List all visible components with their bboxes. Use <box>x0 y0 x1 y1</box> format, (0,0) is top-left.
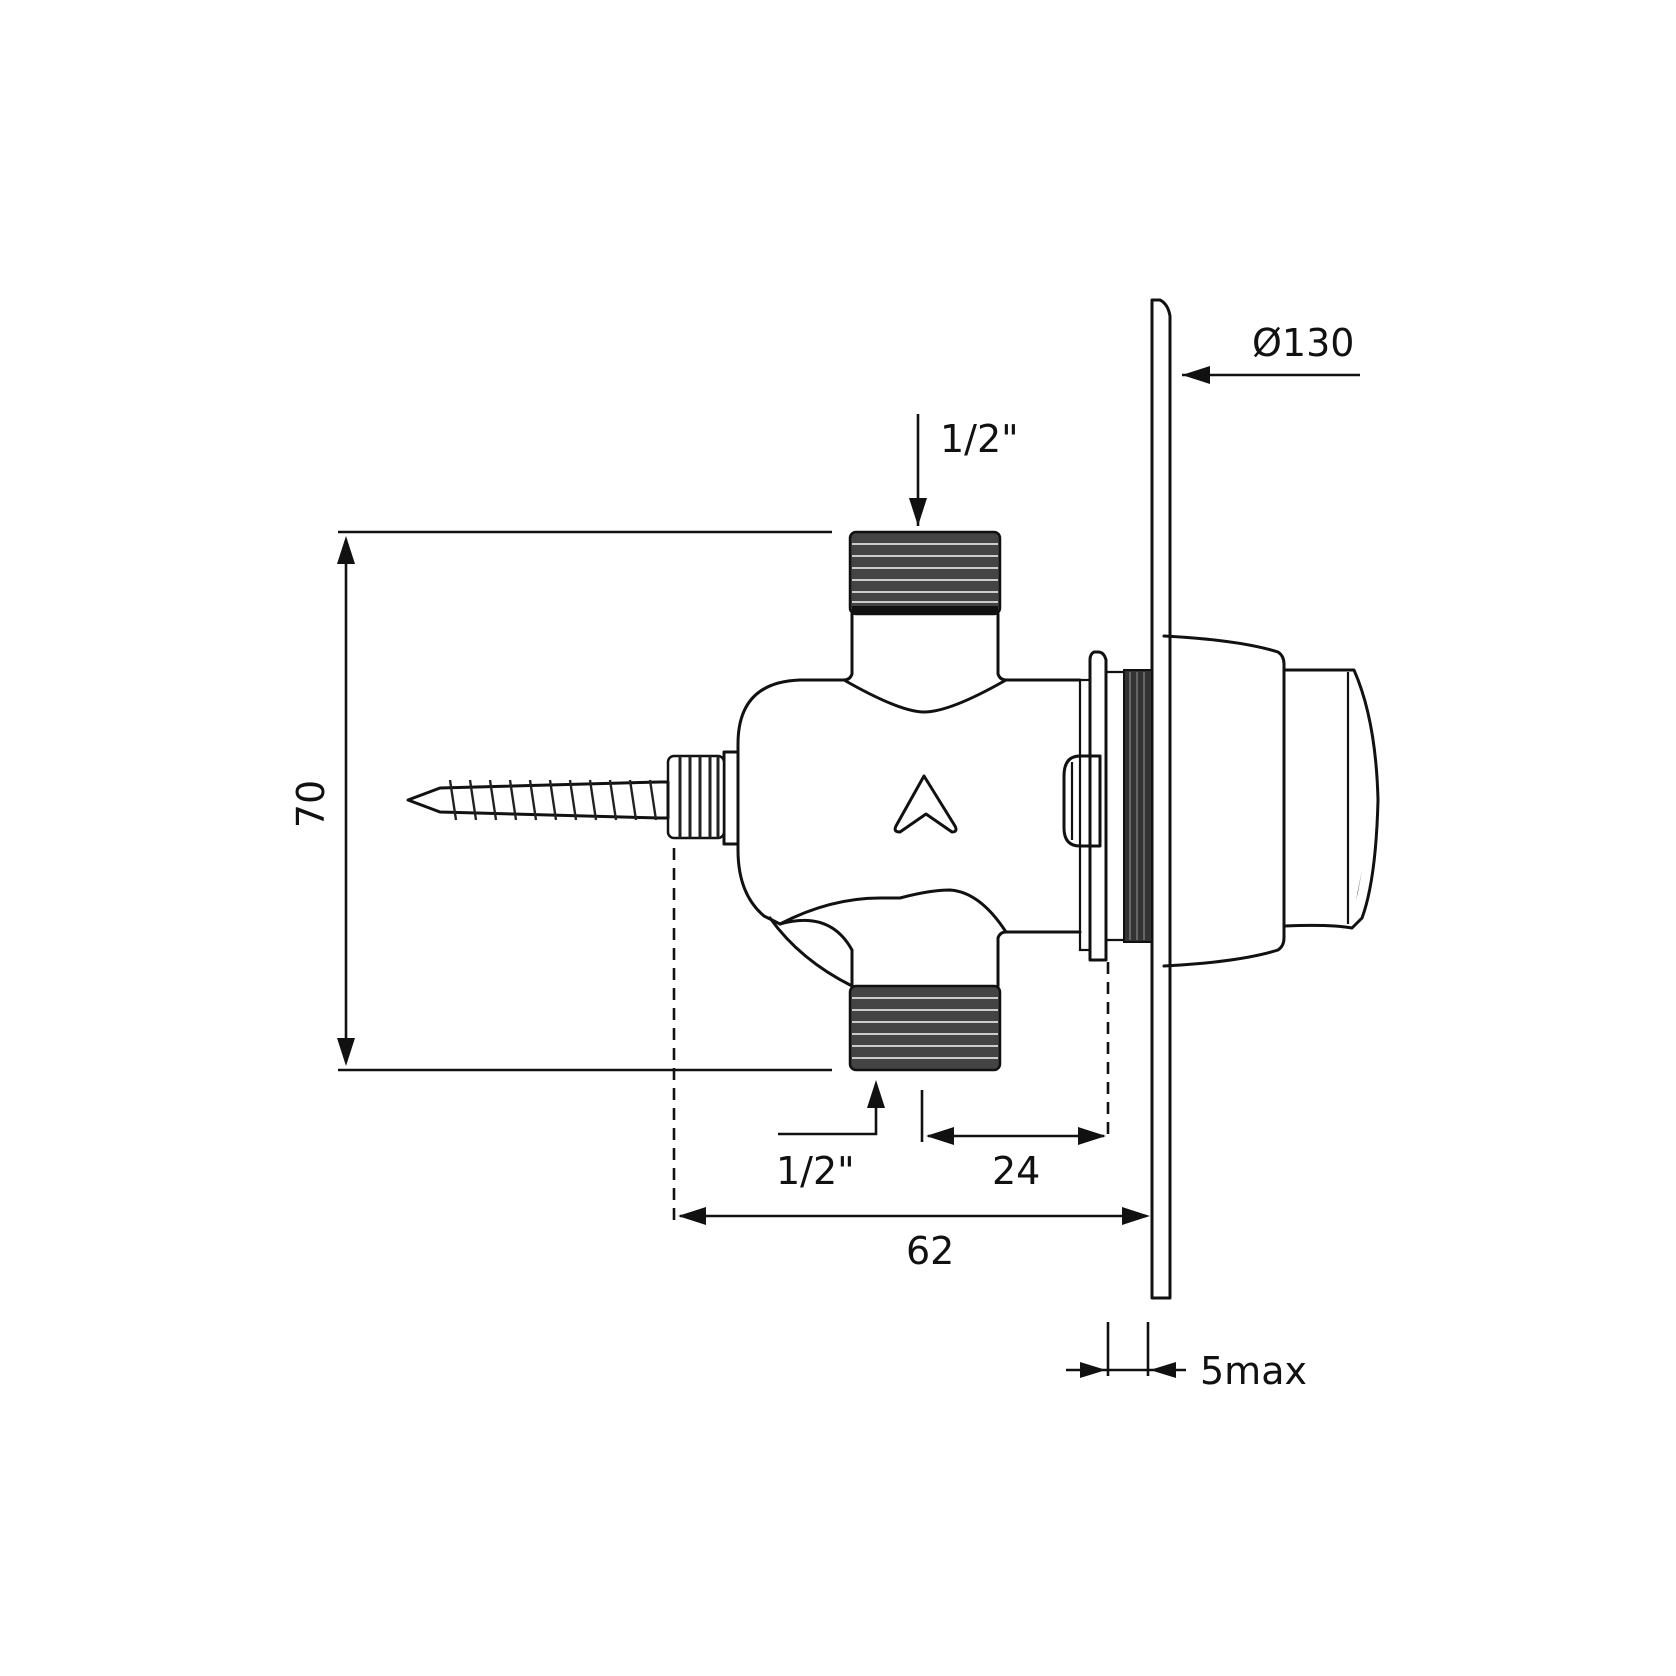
label-plate-thickness: 5max <box>1200 1349 1307 1393</box>
dimension-overall-depth: 62 <box>672 848 1150 1273</box>
valve-body <box>722 612 1082 988</box>
label-height: 70 <box>289 780 333 828</box>
label-overall-depth: 62 <box>906 1229 954 1273</box>
label-outlet-size: 1/2" <box>776 1149 855 1193</box>
dimension-inlet: 1/2" <box>909 414 1019 526</box>
dimension-height: 70 <box>289 530 832 1072</box>
label-thread-depth: 24 <box>992 1149 1040 1193</box>
dimension-plate-thickness: 5max <box>1066 1322 1307 1393</box>
push-button <box>1162 634 1380 968</box>
dimension-outlet: 1/2" <box>776 1080 885 1193</box>
inlet-thread-top <box>848 530 1002 616</box>
label-plate-diameter: Ø130 <box>1252 321 1354 365</box>
dimension-plate-diameter: Ø130 <box>1182 321 1360 384</box>
wall-screw <box>406 754 726 840</box>
mounting-flange <box>1062 650 1153 962</box>
arrow-up-chevron-icon <box>893 774 958 834</box>
wall-plate <box>1150 298 1172 1300</box>
outlet-thread-bottom <box>848 984 1002 1072</box>
label-inlet-size: 1/2" <box>940 417 1019 461</box>
dimension-thread-depth: 24 <box>920 962 1110 1193</box>
